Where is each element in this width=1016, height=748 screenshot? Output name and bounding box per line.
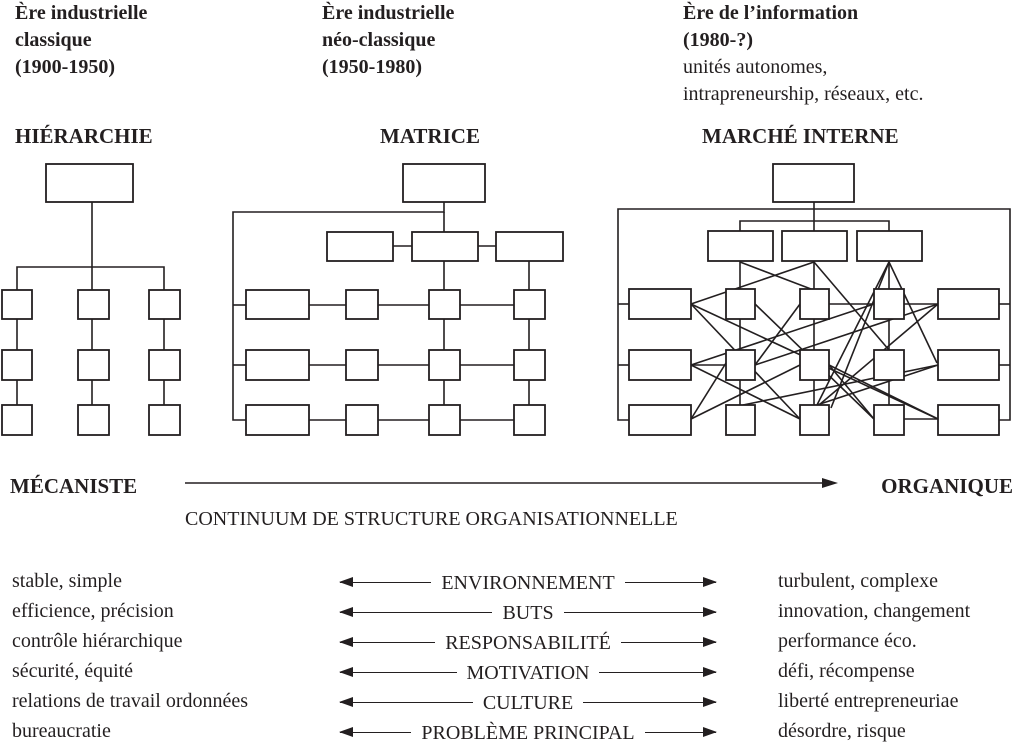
era-heading-classic: Ère industrielle classique (1900-1950)	[15, 0, 147, 81]
continuum-caption: CONTINUUM DE STRUCTURE ORGANISATIONNELLE	[185, 508, 678, 530]
left-arrow-icon	[338, 576, 432, 587]
era-line: (1980-?)	[683, 29, 753, 51]
structure-title-hierarchy: HIÉRARCHIE	[15, 124, 153, 148]
dimension-label: RESPONSABILITÉ	[445, 631, 611, 654]
dimension-row: BUTS	[338, 601, 718, 625]
right-arrow-icon	[599, 666, 717, 677]
dimension-right-value: désordre, risque	[778, 720, 906, 742]
dimension-right-value: liberté entrepreneuriae	[778, 690, 959, 712]
era-heading-information: Ère de l’information (1980-?) unités aut…	[683, 0, 923, 108]
era-subline: intrapreneurship, réseaux, etc.	[683, 83, 924, 105]
structure-title-matrix: MATRICE	[380, 124, 480, 148]
dimension-left-value: stable, simple	[12, 570, 122, 592]
dimension-left-value: relations de travail ordonnées	[12, 690, 249, 712]
dimension-label: BUTS	[502, 601, 554, 624]
dimension-row: PROBLÈME PRINCIPAL	[338, 721, 718, 745]
dimension-label: MOTIVATION	[466, 661, 590, 684]
era-subline: unités autonomes,	[683, 56, 828, 78]
right-arrow-icon	[583, 696, 717, 707]
dimension-right-value: défi, récompense	[778, 660, 915, 682]
internal-market-chart	[617, 163, 1011, 436]
era-line: Ère de l’information	[683, 2, 859, 24]
dimension-label: ENVIRONNEMENT	[441, 571, 615, 594]
dimension-left-value: bureaucratie	[12, 720, 111, 742]
dimension-label: PROBLÈME PRINCIPAL	[421, 721, 635, 744]
structure-title-internal-market: MARCHÉ INTERNE	[702, 124, 899, 148]
dimension-row: CULTURE	[339, 691, 717, 715]
left-arrow-icon	[339, 696, 473, 707]
dimension-row: ENVIRONNEMENT	[338, 571, 718, 595]
continuum-right-label: ORGANIQUE	[881, 474, 1013, 498]
continuum-arrow	[185, 478, 838, 488]
right-arrow-icon	[563, 606, 718, 617]
left-arrow-icon	[339, 666, 457, 677]
right-arrow-icon	[624, 576, 718, 587]
dimension-row: MOTIVATION	[339, 661, 717, 685]
era-line: (1950-1980)	[322, 56, 422, 78]
hierarchy-chart	[1, 163, 181, 436]
continuum-left-label: MÉCANISTE	[10, 474, 138, 498]
left-arrow-icon	[338, 726, 412, 737]
dimension-left-value: efficience, précision	[12, 600, 174, 622]
era-line: classique	[15, 29, 92, 51]
dimension-label: CULTURE	[482, 691, 574, 714]
era-line: néo-classique	[322, 29, 436, 51]
era-line: Ère industrielle	[322, 2, 455, 24]
dimension-right-value: innovation, changement	[778, 600, 971, 622]
right-arrow-icon	[620, 636, 718, 647]
era-line: (1900-1950)	[15, 56, 115, 78]
left-arrow-icon	[338, 636, 436, 647]
dimension-right-value: performance éco.	[778, 630, 917, 652]
dimension-right-value: turbulent, complexe	[778, 570, 938, 592]
right-arrow-icon	[644, 726, 718, 737]
matrix-chart	[232, 163, 564, 436]
left-arrow-icon	[338, 606, 493, 617]
era-heading-neoclassic: Ère industrielle néo-classique (1950-198…	[322, 0, 454, 81]
dimension-left-value: contrôle hiérarchique	[12, 630, 183, 652]
era-line: Ère industrielle	[15, 2, 148, 24]
dimension-row: RESPONSABILITÉ	[338, 631, 718, 655]
dimension-left-value: sécurité, équité	[12, 660, 134, 682]
